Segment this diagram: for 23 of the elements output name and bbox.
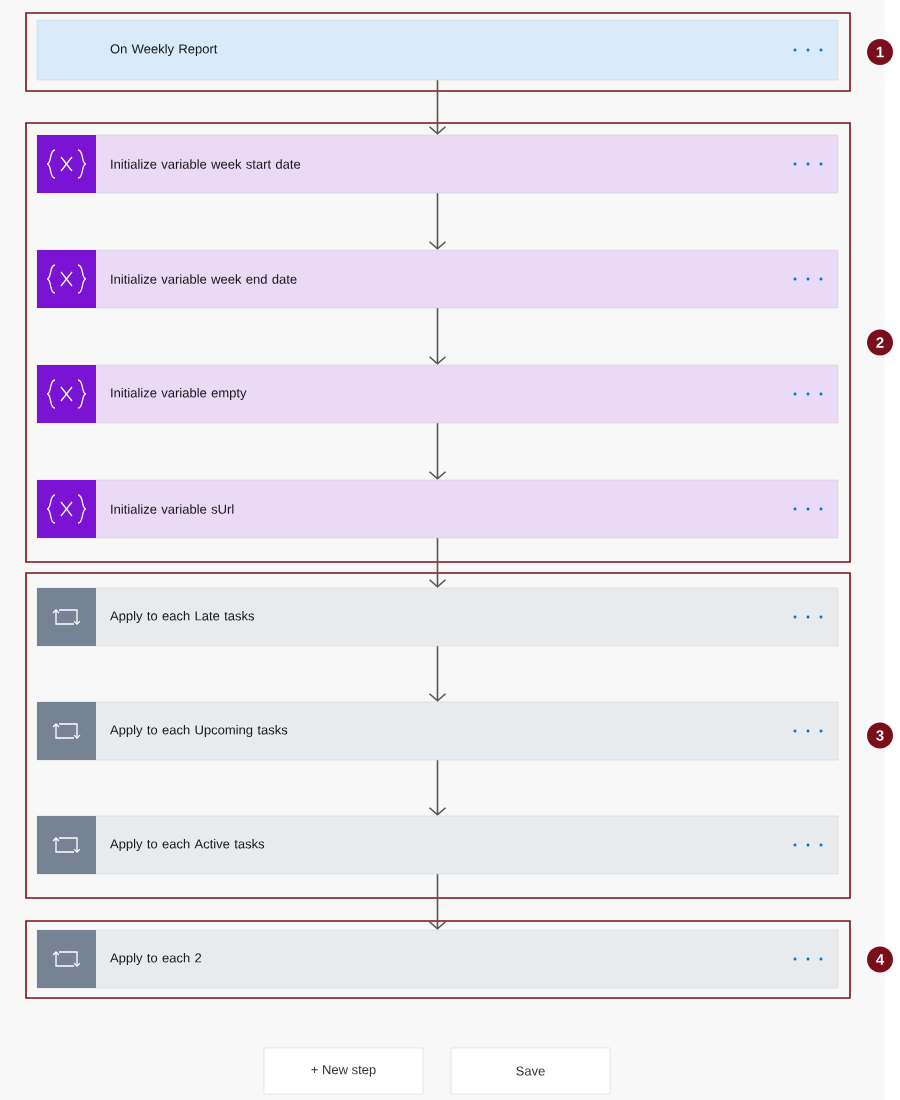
action-card: Initialize variable sUrl (36, 479, 839, 539)
arrow (428, 192, 447, 250)
arrow (428, 873, 447, 930)
action-card: On Weekly Report (36, 19, 839, 81)
action-card: Initialize variable empty (36, 364, 839, 424)
action-card: Apply to each Upcoming tasks (36, 701, 839, 761)
arrow (428, 422, 447, 480)
action-card: Initialize variable week end date (36, 249, 839, 309)
arrow (428, 307, 447, 365)
action-card: Initialize variable week start date (36, 134, 839, 194)
action-card: Apply to each Active tasks (36, 815, 839, 875)
arrow (428, 759, 447, 816)
action-card: Apply to each 2 (36, 929, 839, 989)
button: + New step (263, 1047, 424, 1095)
callout-number: 2 (867, 329, 893, 356)
callout-number: 4 (867, 946, 893, 973)
arrow (428, 537, 447, 588)
action-card: Apply to each Late tasks (36, 587, 839, 647)
button: Save (450, 1047, 611, 1095)
arrow (428, 79, 447, 135)
callout-number: 3 (867, 722, 893, 749)
callout-number: 1 (867, 39, 893, 65)
arrow (428, 645, 447, 702)
